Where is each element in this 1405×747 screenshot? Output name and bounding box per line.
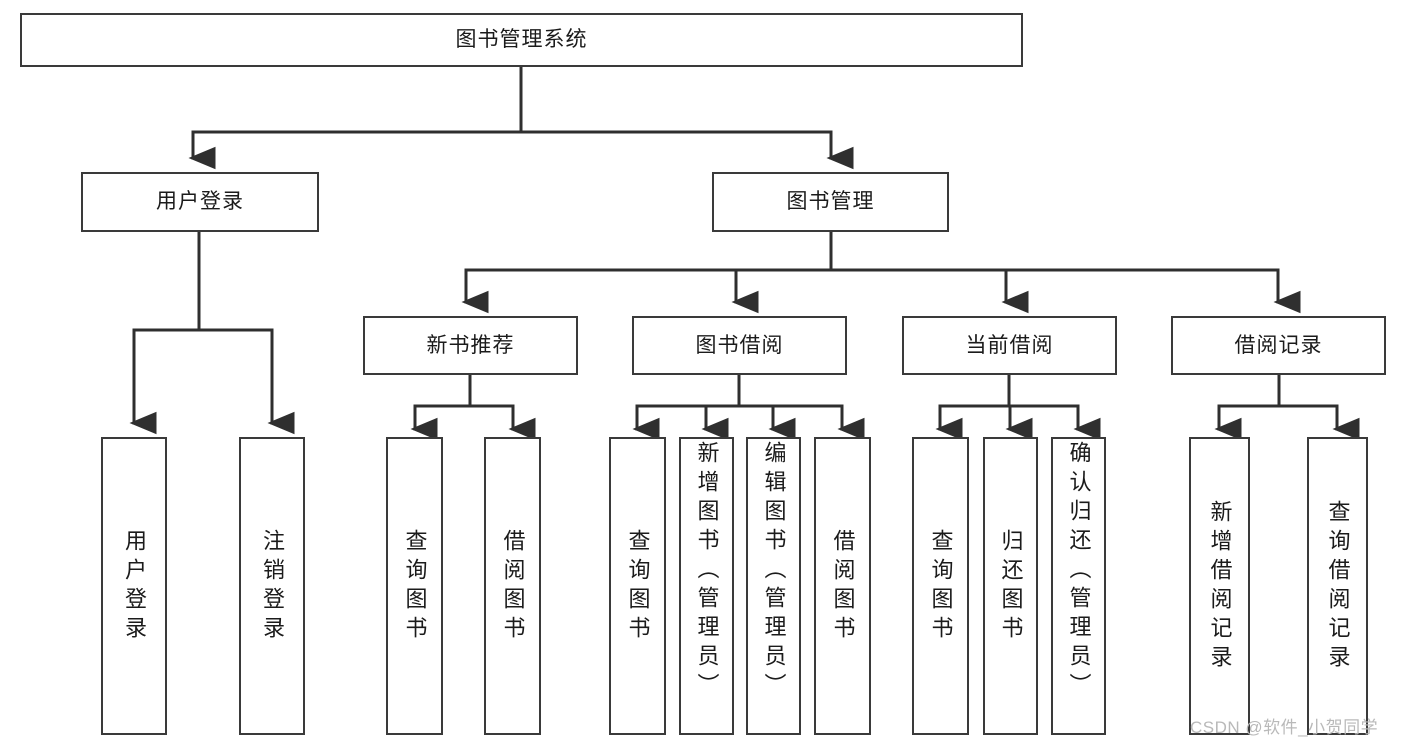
leaf-query-borrow-record-label: 查询借阅记录 [1325, 500, 1351, 674]
leaf-query-book-bb[interactable]: 查询图书 [609, 437, 666, 735]
node-user-login-label: 用户登录 [156, 190, 244, 214]
leaf-logout[interactable]: 注销登录 [239, 437, 305, 735]
leaf-query-borrow-record[interactable]: 查询借阅记录 [1307, 437, 1368, 735]
leaf-confirm-return-admin-label: 确认归还（管理员） [1066, 441, 1092, 702]
leaf-query-book-cb-label: 查询图书 [928, 529, 954, 645]
node-book-management[interactable]: 图书管理 [712, 172, 949, 232]
leaf-add-borrow-record[interactable]: 新增借阅记录 [1189, 437, 1250, 735]
node-new-book-recommend[interactable]: 新书推荐 [363, 316, 578, 375]
leaf-edit-book-admin[interactable]: 编辑图书（管理员） [746, 437, 801, 735]
leaf-query-book-bb-label: 查询图书 [625, 529, 651, 645]
leaf-query-book-nb[interactable]: 查询图书 [386, 437, 443, 735]
watermark: CSDN @软件_小贺同学 [1190, 718, 1379, 737]
leaf-borrow-book-bb[interactable]: 借阅图书 [814, 437, 871, 735]
node-current-borrow-label: 当前借阅 [965, 333, 1054, 357]
leaf-return-book[interactable]: 归还图书 [983, 437, 1038, 735]
leaf-query-book-nb-label: 查询图书 [402, 529, 428, 645]
leaf-borrow-book-nb-label: 借阅图书 [500, 529, 526, 645]
leaf-add-borrow-record-label: 新增借阅记录 [1207, 500, 1233, 674]
leaf-return-book-label: 归还图书 [998, 529, 1024, 645]
node-book-borrow[interactable]: 图书借阅 [632, 316, 847, 375]
leaf-confirm-return-admin[interactable]: 确认归还（管理员） [1051, 437, 1106, 735]
node-current-borrow[interactable]: 当前借阅 [902, 316, 1117, 375]
leaf-edit-book-admin-label: 编辑图书（管理员） [761, 441, 787, 702]
node-borrow-record[interactable]: 借阅记录 [1171, 316, 1386, 375]
node-root-label: 图书管理系统 [455, 28, 588, 52]
node-book-borrow-label: 图书借阅 [695, 333, 784, 357]
leaf-borrow-book-bb-label: 借阅图书 [830, 529, 856, 645]
node-new-book-recommend-label: 新书推荐 [426, 333, 515, 357]
node-borrow-record-label: 借阅记录 [1234, 333, 1323, 357]
leaf-add-book-admin[interactable]: 新增图书（管理员） [679, 437, 734, 735]
leaf-borrow-book-nb[interactable]: 借阅图书 [484, 437, 541, 735]
leaf-user-login[interactable]: 用户登录 [101, 437, 167, 735]
leaf-query-book-cb[interactable]: 查询图书 [912, 437, 969, 735]
leaf-logout-label: 注销登录 [260, 529, 285, 645]
leaf-user-login-label: 用户登录 [122, 529, 147, 645]
node-root[interactable]: 图书管理系统 [20, 13, 1023, 67]
node-book-management-label: 图书管理 [786, 190, 875, 214]
node-user-login[interactable]: 用户登录 [81, 172, 319, 232]
leaf-add-book-admin-label: 新增图书（管理员） [694, 441, 720, 702]
